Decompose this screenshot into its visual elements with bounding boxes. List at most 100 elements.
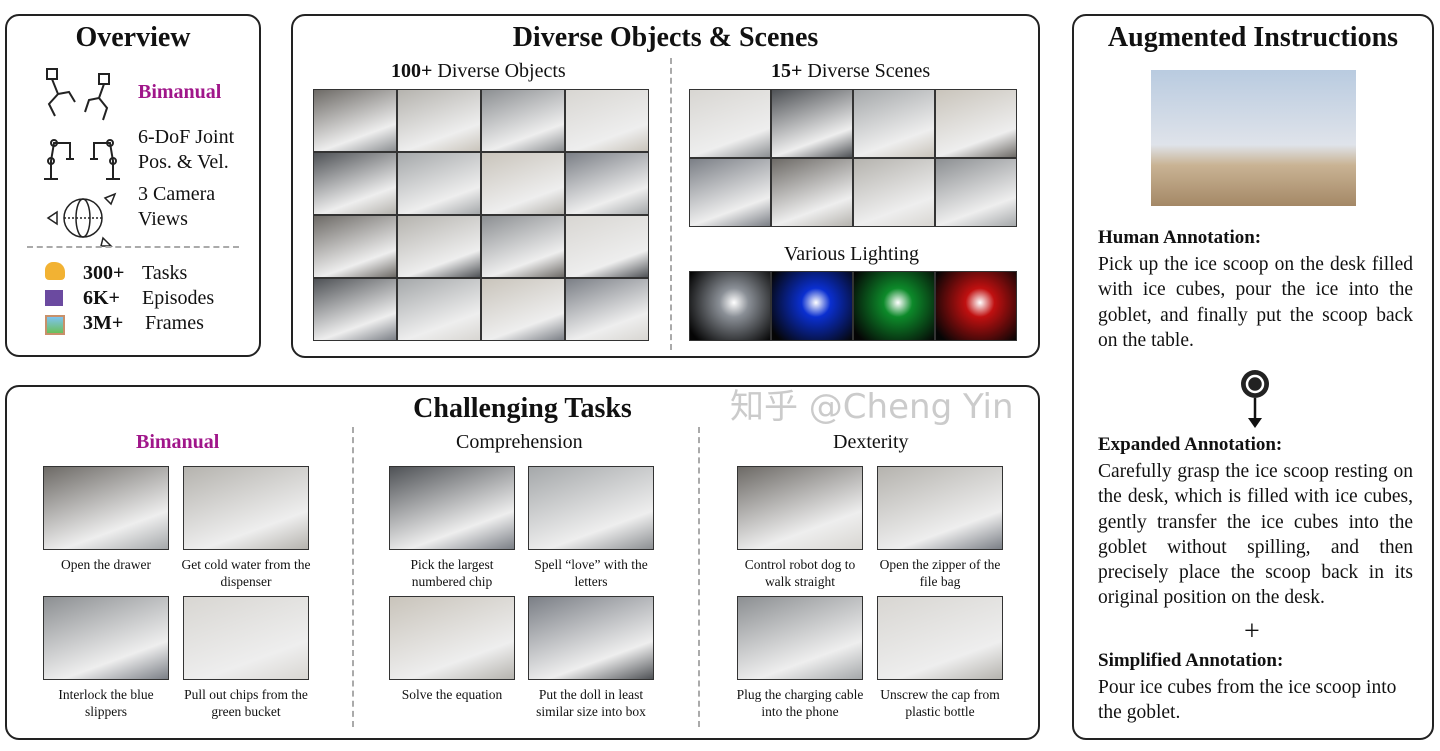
scenes-count: 15+ bbox=[771, 60, 803, 82]
diverse-panel: Diverse Objects & Scenes 100+ Diverse Ob… bbox=[291, 14, 1040, 358]
scene-image bbox=[689, 158, 771, 227]
task-image bbox=[528, 466, 654, 550]
task-caption: Plug the charging cable into the phone bbox=[736, 687, 864, 719]
object-image bbox=[313, 152, 397, 215]
bimanual-robot-arms-icon bbox=[46, 68, 110, 121]
lighting-image bbox=[689, 271, 771, 341]
object-image bbox=[565, 278, 649, 341]
augmented-panel: Augmented Instructions Human Annotation:… bbox=[1072, 14, 1434, 740]
scenes-heading: 15+ Diverse Scenes bbox=[771, 60, 930, 83]
stat-label: Tasks bbox=[142, 262, 188, 284]
object-image bbox=[481, 215, 565, 278]
divider bbox=[27, 246, 239, 248]
task-image bbox=[737, 596, 863, 680]
task-caption: Unscrew the cap from plastic bottle bbox=[880, 687, 1000, 719]
lighting-heading: Various Lighting bbox=[784, 243, 919, 265]
task-caption: Get cold water from the dispenser bbox=[181, 557, 311, 589]
task-caption: Open the zipper of the file bag bbox=[879, 557, 1001, 589]
joint-label-line2: Pos. & Vel. bbox=[138, 151, 229, 173]
task-caption: Pick the largest numbered chip bbox=[410, 557, 494, 589]
stat-value: 300+ bbox=[83, 262, 125, 284]
task-image bbox=[389, 596, 515, 680]
object-image bbox=[313, 89, 397, 152]
tasks-title: Challenging Tasks bbox=[413, 393, 632, 424]
object-image bbox=[565, 215, 649, 278]
lighting-image bbox=[935, 271, 1017, 341]
overview-panel: Overview Bimanual 6-DoF Joint Pos. & Vel… bbox=[5, 14, 261, 357]
human-annotation-text: Pick up the ice scoop on the desk filled… bbox=[1098, 254, 1413, 351]
human-annotation-label: Human Annotation: bbox=[1098, 227, 1262, 248]
stat-label: Frames bbox=[145, 312, 204, 334]
task-image bbox=[183, 596, 309, 680]
object-image bbox=[481, 152, 565, 215]
stat-value: 3M+ bbox=[83, 312, 124, 334]
framed-picture-icon bbox=[45, 315, 65, 335]
object-image bbox=[397, 89, 481, 152]
section-dexterity-label: Dexterity bbox=[833, 431, 909, 453]
watermark: 知乎 @Cheng Yin bbox=[730, 387, 1014, 427]
stat-label: Episodes bbox=[142, 287, 215, 309]
expanded-annotation-label: Expanded Annotation: bbox=[1098, 434, 1283, 455]
task-caption: Put the doll in least similar size into … bbox=[536, 687, 646, 719]
scenes-label: Diverse Scenes bbox=[802, 60, 931, 82]
objects-label: Diverse Objects bbox=[432, 60, 566, 82]
object-image bbox=[565, 152, 649, 215]
flexed-biceps-icon bbox=[45, 262, 65, 280]
clapper-board-icon bbox=[45, 290, 63, 306]
stat-value: 6K+ bbox=[83, 287, 120, 309]
joint-label-line1: 6-DoF Joint bbox=[138, 126, 235, 148]
section-comprehension-label: Comprehension bbox=[456, 431, 583, 453]
divider bbox=[352, 427, 354, 727]
simplified-annotation-label: Simplified Annotation: bbox=[1098, 650, 1284, 671]
task-caption: Open the drawer bbox=[61, 557, 151, 572]
objects-count: 100+ bbox=[391, 60, 433, 82]
task-caption: Control robot dog to walk straight bbox=[744, 557, 856, 589]
scene-image bbox=[771, 89, 853, 158]
task-caption: Spell “love” with the letters bbox=[534, 557, 648, 589]
task-caption: Solve the equation bbox=[401, 687, 503, 702]
scene-image bbox=[853, 158, 935, 227]
task-image bbox=[389, 466, 515, 550]
scene-image bbox=[771, 158, 853, 227]
object-image bbox=[481, 89, 565, 152]
object-image bbox=[313, 215, 397, 278]
object-image bbox=[397, 278, 481, 341]
task-image bbox=[877, 596, 1003, 680]
camera-views-sphere-icon bbox=[46, 192, 117, 247]
lighting-image bbox=[853, 271, 935, 341]
expanded-annotation-text: Carefully grasp the ice scoop resting on… bbox=[1098, 461, 1413, 609]
openai-logo-arrow-icon bbox=[1241, 370, 1269, 428]
scene-image bbox=[935, 89, 1017, 158]
tasks-panel: Challenging Tasks Bimanual Comprehension… bbox=[5, 385, 1040, 740]
diverse-title: Diverse Objects & Scenes bbox=[512, 22, 819, 53]
task-caption: Interlock the blue slippers bbox=[58, 687, 154, 719]
divider bbox=[698, 427, 700, 727]
augmented-title: Augmented Instructions bbox=[1107, 22, 1399, 53]
bimanual-label: Bimanual bbox=[138, 81, 222, 103]
lighting-image bbox=[771, 271, 853, 341]
task-image bbox=[43, 466, 169, 550]
object-image bbox=[397, 152, 481, 215]
task-image bbox=[183, 466, 309, 550]
object-image bbox=[481, 278, 565, 341]
objects-heading: 100+ Diverse Objects bbox=[391, 60, 566, 83]
scene-image bbox=[689, 89, 771, 158]
object-image bbox=[565, 89, 649, 152]
ice-scoop-scene-image bbox=[1151, 70, 1356, 206]
task-image bbox=[737, 466, 863, 550]
task-image bbox=[877, 466, 1003, 550]
overview-title: Overview bbox=[75, 22, 191, 53]
divider bbox=[670, 58, 672, 350]
simplified-annotation-text: Pour ice cubes from the ice scoop into t… bbox=[1098, 677, 1397, 724]
task-image bbox=[43, 596, 169, 680]
task-caption: Pull out chips from the green bucket bbox=[184, 687, 308, 719]
task-image bbox=[528, 596, 654, 680]
scene-image bbox=[853, 89, 935, 158]
camera-label-line1: 3 Camera bbox=[138, 183, 216, 205]
plus-sign: + bbox=[1244, 616, 1260, 647]
object-image bbox=[397, 215, 481, 278]
robot-arm-joints-icon bbox=[44, 139, 120, 180]
scene-image bbox=[935, 158, 1017, 227]
camera-label-line2: Views bbox=[138, 208, 188, 230]
object-image bbox=[313, 278, 397, 341]
